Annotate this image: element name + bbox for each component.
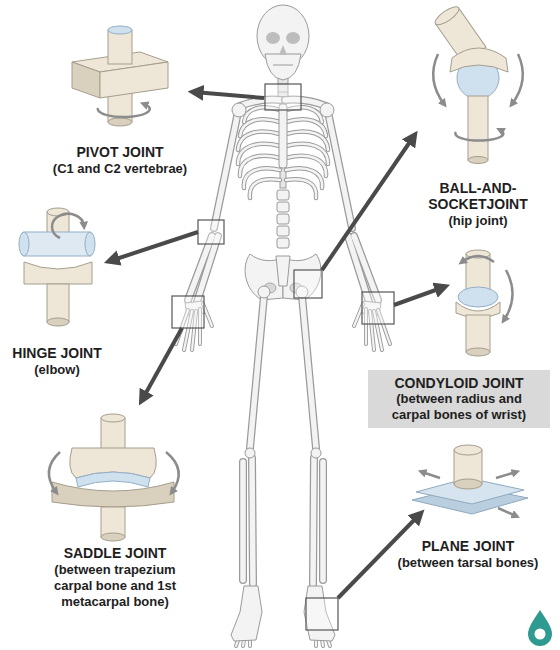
motion-arrow (462, 256, 494, 262)
condyloid-rod-end (466, 348, 490, 356)
pointer-arrow (322, 136, 414, 270)
socket-cup (450, 48, 508, 72)
motion-arrow (422, 472, 440, 478)
jaw (265, 54, 301, 80)
joint-marker (172, 296, 204, 328)
joint-name: CONDYLOID JOINT (376, 375, 542, 391)
pivot-block-front (72, 62, 100, 98)
spine (280, 102, 286, 188)
joint-location-holder: (C1 and C2 vertebrae) (20, 161, 220, 177)
joint-location-holder: (between trapezium carpal bone and 1st m… (36, 562, 194, 610)
joint-location: (between radius and carpal bones of wris… (376, 391, 542, 423)
label-box: CONDYLOID JOINT(between radius and carpa… (368, 370, 550, 428)
joint-location: (between tarsal bones) (378, 555, 558, 571)
joint-name-holder: PLANE JOINT (378, 538, 558, 554)
socket-bone-end (433, 4, 462, 28)
joint-marker (362, 292, 394, 324)
joint-location: (hip joint) (422, 213, 534, 229)
saddle-rod-end (101, 533, 125, 541)
eye-socket (286, 32, 300, 44)
pointer-arrow (110, 232, 198, 261)
joint-name: BALL-AND- SOCKETJOINT (422, 180, 534, 212)
pivot-peg-cap (108, 26, 132, 34)
hinge-cylinder-end (19, 232, 29, 256)
joint-name-holder: BALL-AND- SOCKETJOINT (422, 180, 534, 212)
plane-plate (416, 478, 524, 504)
plane-rod-end (454, 445, 482, 455)
joint-location-holder: (elbow) (2, 362, 112, 378)
ball-neck-end (468, 157, 488, 164)
hinge-cylinder-end (85, 232, 95, 256)
joint-name: HINGE JOINT (2, 345, 112, 361)
joint-name: PIVOT JOINT (20, 144, 220, 160)
lumbar-vertebra (277, 226, 289, 236)
joint-location: (elbow) (2, 362, 112, 378)
logo-drop (528, 610, 552, 646)
nose-cavity (279, 45, 287, 55)
motion-arrow (512, 54, 523, 104)
sternum (279, 104, 287, 168)
saddle-rod-end (101, 414, 125, 422)
motion-arrow (504, 270, 513, 320)
pivot-peg (108, 30, 132, 64)
saddle-cartilage (76, 472, 150, 487)
joint-marker (294, 270, 322, 298)
motion-arrow (49, 452, 60, 492)
ball-neck (468, 96, 488, 160)
eye-socket (266, 32, 280, 44)
joint-name-holder: SADDLE JOINT (15, 545, 215, 561)
joint-marker (265, 84, 301, 110)
plane-rod-end (454, 479, 482, 489)
condyloid-rod (466, 315, 490, 352)
joint-location: (C1 and C2 vertebrae) (20, 161, 220, 177)
lumbar-vertebra (277, 238, 289, 248)
pivot-block-side (100, 62, 168, 98)
motion-arrow (455, 130, 503, 141)
motion-arrow (496, 472, 516, 478)
hinge-rod (47, 284, 69, 322)
condyloid-rod (466, 254, 490, 292)
skeleton-left (176, 100, 283, 646)
pointer-arrow (194, 92, 264, 98)
pointer-arrow (142, 328, 182, 400)
joint-name-holder: PIVOT JOINT (20, 144, 220, 160)
teeth-line (273, 64, 293, 65)
joint-name-holder: HINGE JOINT (2, 345, 112, 361)
pivot-post-end (108, 118, 132, 126)
joint-marker (198, 220, 224, 244)
hinge-trough (24, 262, 92, 284)
sacrum (276, 256, 290, 286)
joint-name: SADDLE JOINT (15, 545, 215, 561)
joint-location-holder: (between tarsal bones) (378, 555, 558, 571)
lumbar-vertebra (277, 190, 289, 200)
saddle-lower (52, 482, 174, 507)
motion-arrow (433, 54, 444, 104)
logo-dot (535, 629, 546, 640)
motion-arrow (166, 452, 179, 492)
hinge-rod-end (47, 318, 69, 326)
joint-location: (between trapezium carpal bone and 1st m… (36, 562, 194, 610)
lumbar-vertebra (277, 214, 289, 224)
motion-arrow (498, 508, 516, 516)
joint-name: PLANE JOINT (378, 538, 558, 554)
joint-location-holder: (hip joint) (422, 213, 534, 229)
saddle-rod (101, 418, 125, 450)
pointer-arrow (394, 287, 444, 305)
motion-arrow (52, 214, 84, 238)
motion-arrow (98, 104, 150, 117)
joint-marker (306, 598, 338, 630)
lumbar-vertebra (277, 202, 289, 212)
condyle (458, 287, 498, 307)
